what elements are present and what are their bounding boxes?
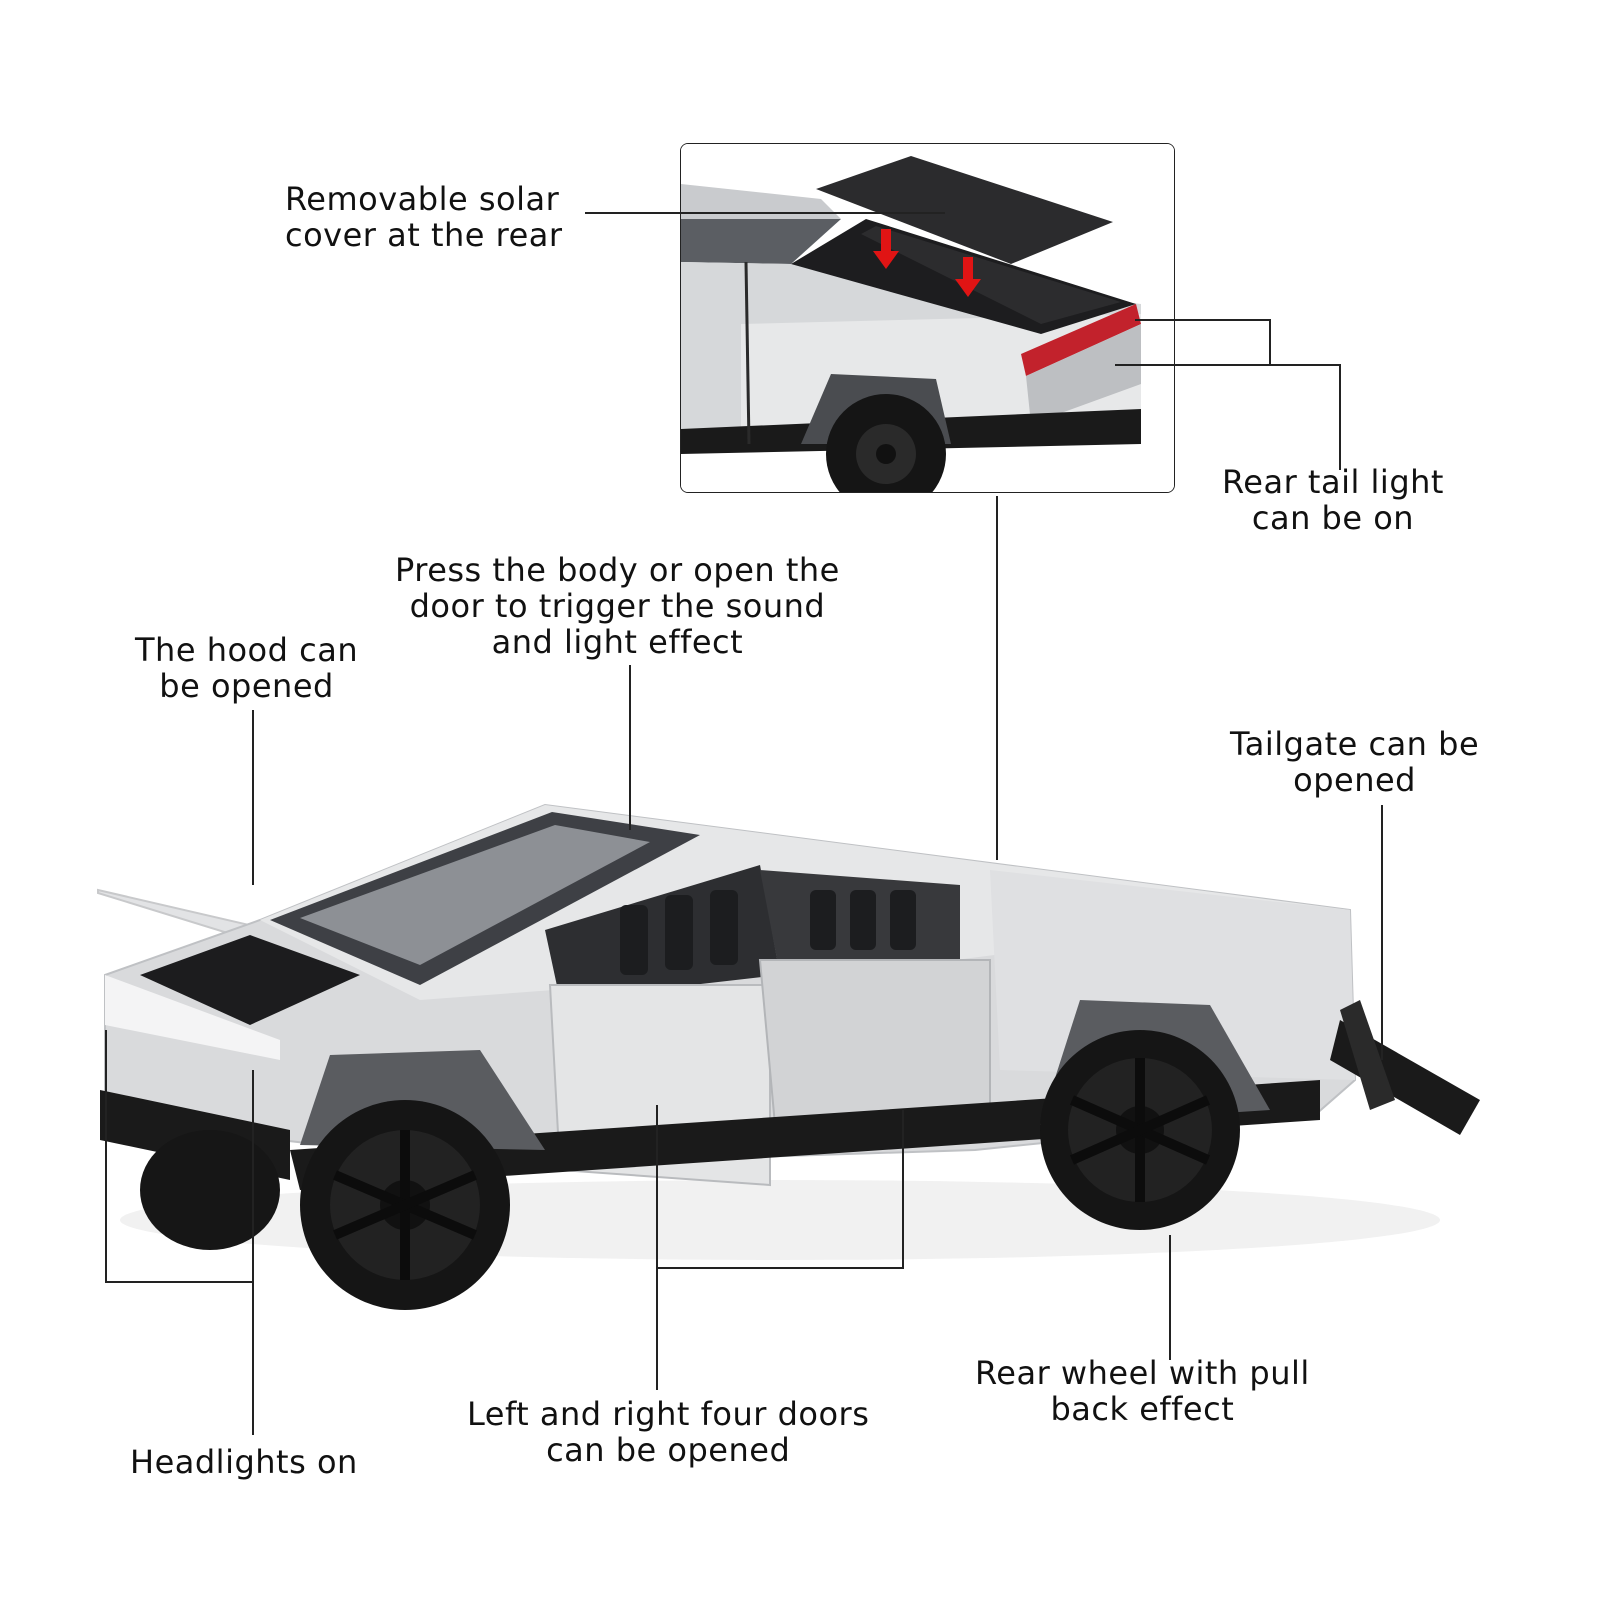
frunk-opening (140, 935, 360, 1025)
down-arrow-icon (873, 229, 899, 269)
solar-cover (816, 156, 1113, 264)
tail-light (1021, 304, 1141, 376)
sound-light-label: Press the body or open the door to trigg… (395, 551, 840, 661)
headlights-label: Headlights on (130, 1443, 358, 1481)
front-right-wheel (300, 1100, 510, 1310)
front-left-wheel (140, 1130, 280, 1250)
rear-wheel (1040, 1030, 1240, 1230)
doors-label: Left and right four doors can be opened (467, 1395, 870, 1469)
hood-label: The hood can be opened (135, 631, 359, 705)
tail-light-label: Rear tail light can be on (1222, 463, 1444, 537)
leader-lines (105, 212, 1383, 1435)
rear-wheel-label: Rear wheel with pull back effect (975, 1354, 1310, 1428)
rear-bed-inset (680, 143, 1175, 493)
solar-cover-label: Removable solar cover at the rear (285, 180, 563, 254)
tailgate-label: Tailgate can be opened (1230, 725, 1480, 799)
headlight-strip (105, 975, 280, 1060)
down-arrow-icon (955, 257, 981, 297)
rear-bed-illustration (681, 144, 1174, 492)
